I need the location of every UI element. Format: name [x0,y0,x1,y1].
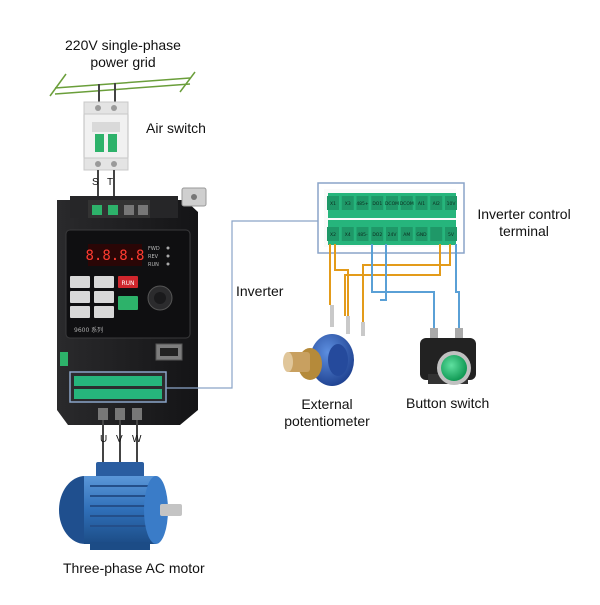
input-terminal-block [88,200,150,218]
motor [59,462,182,550]
power-grid-label: 220V single-phase power grid [65,37,181,70]
button-switch [420,328,476,385]
terminal-label: GND [416,232,427,238]
terminal-label: X2 [330,232,336,238]
terminal-label: 10V [447,201,457,207]
led-display-text: 8.8.8.8 [85,248,144,264]
terminal-slot [341,196,354,210]
terminal-label: X4 [345,232,351,238]
terminal-slot [400,227,413,241]
terminal-w: W [132,434,142,445]
terminal-label: 485- [357,232,368,238]
terminal-slot [327,227,339,241]
terminal-s: S [92,177,99,188]
svg-text:RUN: RUN [121,280,134,287]
terminal-slot [386,196,398,210]
inverter-control-terminals [69,371,167,403]
terminal-label: DCOM [400,201,414,207]
terminal-label: AI2 [433,201,440,207]
air-switch [83,101,129,171]
terminal-label: DCOM [385,201,399,207]
terminal-slot [371,196,384,210]
potentiometer-label: External potentiometer [284,396,370,429]
terminal-label: 24V [388,232,398,238]
panel-keys: RUN [70,276,173,318]
control-terminal-label: Inverter control terminal [477,206,571,239]
terminal-label: AM [403,232,410,238]
power-grid-lines [49,71,196,97]
terminal-slot [430,227,443,241]
run-key [118,276,138,288]
terminal-slot [386,227,398,241]
stop-key [118,296,138,310]
terminal-slot [341,227,354,241]
inverter: 8.8.8.8 FWD REV RUN RUN 9600 系列 [57,187,207,425]
callout-line [166,220,318,389]
terminal-slot [371,227,384,241]
led-display [88,244,142,266]
air-switch-label: Air switch [146,120,206,136]
grid-to-switch-wires [98,83,116,104]
terminal-u: U [100,434,107,445]
terminal-label: DO2 [372,232,382,238]
terminal-slot [415,227,428,241]
terminal-slot [400,196,413,210]
terminal-label: DO1 [372,201,382,207]
indicator-labels: FWD REV RUN [148,246,160,268]
svg-text:RUN: RUN [148,262,159,268]
terminal-slot [415,196,428,210]
terminal-label: 485+ [356,201,369,207]
inverter-label: Inverter [236,283,284,299]
motor-label: Three-phase AC motor [63,560,205,576]
terminal-label: AI1 [418,201,425,207]
terminal-slot [327,196,339,210]
terminal-slot [356,196,369,210]
svg-text:REV: REV [148,254,159,260]
terminal-label: X1 [330,201,336,207]
control-wires [329,244,460,330]
model-label: 9600 系列 [74,326,103,334]
terminal-label: 5V [448,232,455,238]
potentiometer [283,305,365,386]
terminal-slot [445,227,457,241]
terminal-label: X3 [345,201,351,207]
terminal-t: T [107,177,113,188]
motor-wires [102,420,138,470]
terminal-slot [430,196,443,210]
terminal-slot [445,196,457,210]
svg-text:FWD: FWD [148,246,160,252]
terminal-v: V [116,434,123,445]
terminal-row-bottom: X2 X4 485- DO2 24V AM GND 5V [327,227,457,241]
button-switch-label: Button switch [406,395,490,411]
output-terminal-block [98,408,142,420]
terminal-slot [356,227,369,241]
